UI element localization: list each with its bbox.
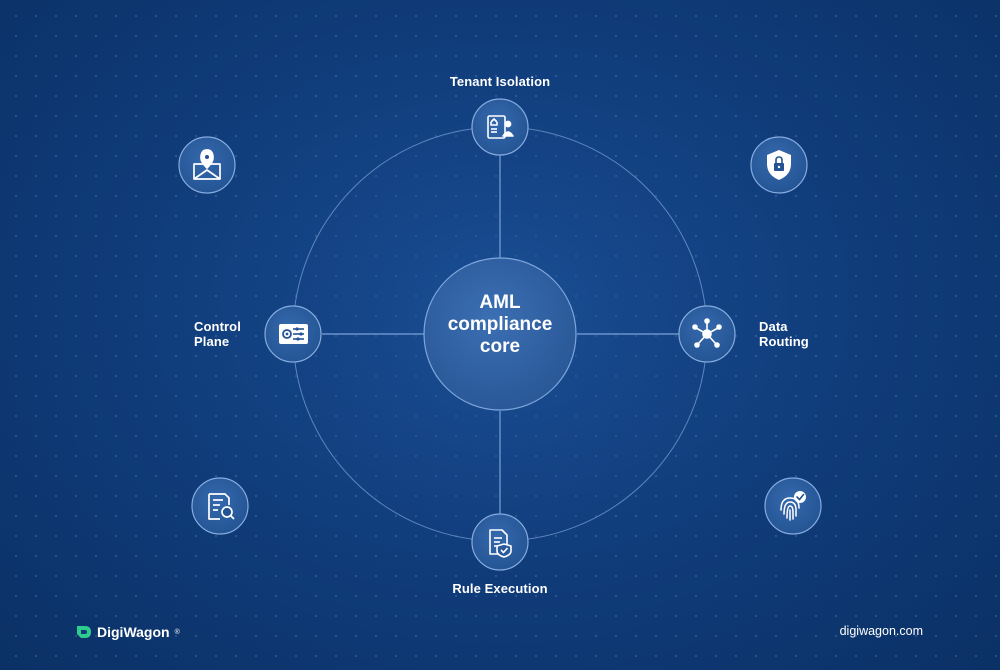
brand-logo[interactable]: DigiWagon ®: [76, 624, 180, 640]
footer-url[interactable]: digiwagon.com: [839, 624, 923, 638]
corner-node-bottom-left[interactable]: [191, 477, 249, 535]
brand-name: DigiWagon: [97, 624, 170, 640]
corner-node-bottom-right[interactable]: [764, 477, 822, 535]
corner-node-top-left[interactable]: [178, 136, 236, 194]
core-label-line3: core: [479, 336, 521, 357]
node-label-rule-execution: Rule Execution: [452, 581, 548, 596]
core-label: AML compliance core: [425, 292, 575, 358]
core-circle: [423, 257, 577, 411]
node-data-routing[interactable]: [678, 305, 736, 363]
node-tenant-isolation[interactable]: [471, 98, 529, 156]
control-plane-icon: [279, 324, 308, 344]
data-routing-line1: Data: [759, 319, 788, 334]
rule-execution-icon: [489, 529, 512, 558]
data-routing-line2: Routing: [759, 334, 809, 349]
document-search-icon: [208, 493, 235, 520]
data-routing-icon: [692, 318, 722, 348]
digiwagon-logo-icon: [77, 626, 91, 638]
node-control-plane[interactable]: [264, 305, 322, 363]
brand-registered-mark: ®: [174, 628, 180, 636]
node-label-tenant-isolation: Tenant Isolation: [449, 74, 551, 89]
corner-node-top-right[interactable]: [750, 136, 808, 194]
node-label-control-plane: Control Plane: [194, 319, 241, 349]
tenant-isolation-icon: [487, 115, 514, 139]
location-map-icon: [193, 149, 221, 180]
control-plane-line1: Control: [194, 319, 241, 334]
fingerprint-verified-icon: [780, 491, 806, 521]
control-plane-line2: Plane: [194, 334, 230, 349]
node-rule-execution[interactable]: [471, 513, 529, 571]
core-label-line1: AML: [479, 292, 521, 313]
core-label-line2: compliance: [447, 314, 553, 335]
security-shield-icon: [767, 150, 791, 180]
node-label-data-routing: Data Routing: [759, 319, 809, 349]
